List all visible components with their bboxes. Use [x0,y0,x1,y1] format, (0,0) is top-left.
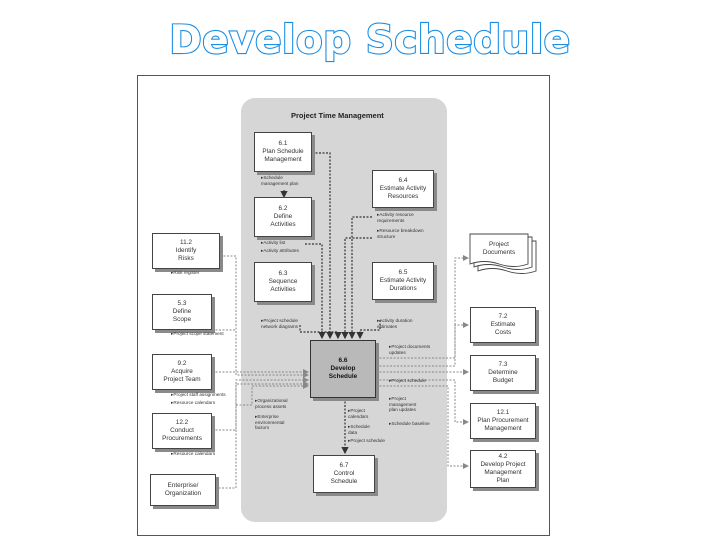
flow-schedule-management-plan: Schedule management plan [261,175,299,186]
external-7-2-estimate-costs: 7.2 Estimate Costs [470,307,536,343]
flow-project-schedule: Project schedule [389,378,426,384]
process-6-6-develop-schedule: 6.6 Develop Schedule [310,340,376,398]
process-6-1-plan-schedule-management: 6.1 Plan Schedule Management [254,132,312,172]
flow-resource-breakdown-structure: Resource breakdown structure [377,228,424,239]
flow-activity-resource-requirements: Activity resource requirements [377,212,414,223]
slide-title: Develop Schedule [168,17,571,64]
external-12-2-conduct-procurements: 12.2 Conduct Procurements [152,413,212,449]
flow-activity-list: Activity list [261,240,285,246]
flow-resource-calendars-procurements: Resource calendars [171,451,215,457]
arrow-64b-66 [341,237,372,340]
arrow-costs [376,322,469,367]
flow-activity-duration-estimates: Activity duration estimates [377,318,412,329]
arrow-61-66 [312,152,334,340]
project-documents-shape [469,233,537,274]
arrow-risks [220,255,309,378]
flow-pm-plan-updates: Project management plan updates [389,396,416,413]
arrow-plan [376,385,469,469]
arrow-enterprise [215,381,309,489]
flow-project-calendars: Project calendars [348,408,368,419]
process-6-4-estimate-activity-resources: 6.4 Estimate Activity Resources [372,170,434,208]
flow-project-schedule-to-control: Project schedule [348,438,385,444]
flow-project-staff-assignments: Project staff assignments [171,392,225,398]
external-5-3-define-scope: 5.3 Define Scope [152,294,212,330]
external-4-2-develop-project-management-plan: 4.2 Develop Project Management Plan [470,450,536,488]
flow-enterprise-environmental-factors: Enterprise environmental factors [255,414,284,431]
external-project-documents-label: Project Documents [482,241,516,256]
process-6-2-define-activities: 6.2 Define Activities [254,197,312,237]
external-11-2-identify-risks: 11.2 Identify Risks [152,233,220,269]
arrow-left-in [236,383,309,406]
arrow-64-66 [348,216,372,340]
flow-schedule-data: Schedule data [348,424,370,435]
process-6-5-estimate-activity-durations: 6.5 Estimate Activity Durations [372,262,434,300]
process-6-3-sequence-activities: 6.3 Sequence Activities [254,262,312,302]
arrow-63-66 [299,325,342,340]
external-enterprise-organization: Enterprise/ Organization [150,474,216,506]
flow-schedule-baseline: Schedule baseline [389,421,429,427]
flow-resource-calendars-team: Resource calendars [171,400,215,406]
arrow-docs [376,255,469,359]
panel-title: Project Time Management [291,111,384,120]
flow-project-documents-updates: Project documents updates [389,344,430,355]
flow-project-scope-statement: Project scope statement [171,331,223,337]
process-6-7-control-schedule: 6.7 Control Schedule [313,455,375,493]
external-7-3-determine-budget: 7.3 Determine Budget [470,355,536,391]
external-9-2-acquire-project-team: 9.2 Acquire Project Team [152,354,212,390]
flow-network-diagrams: Project schedule network diagrams [261,318,298,329]
flow-risk-register: Risk register [171,270,199,276]
flow-organizational-process-assets: Organizational process assets [255,398,288,409]
external-12-1-plan-procurement-management: 12.1 Plan Procurement Management [470,403,536,439]
flow-activity-attributes: Activity attributes [261,248,298,254]
